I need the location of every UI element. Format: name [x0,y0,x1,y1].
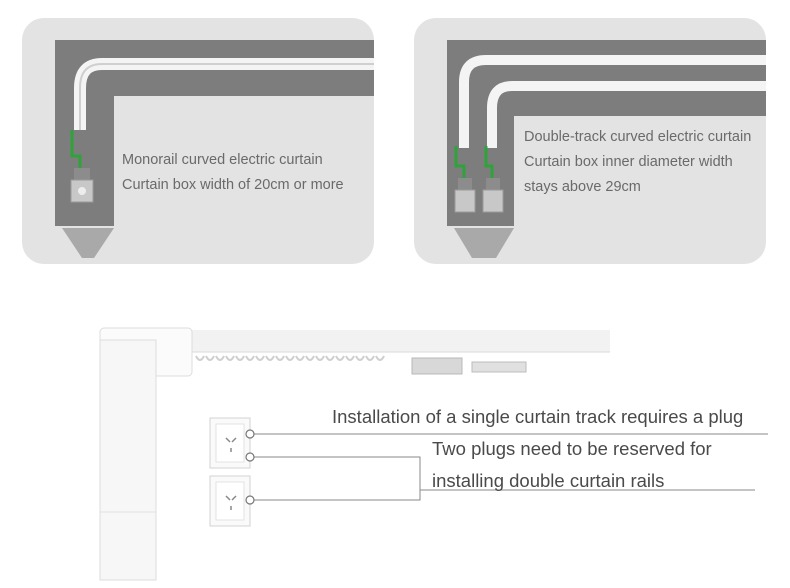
motor-body [99,339,157,581]
outer-rail [459,55,766,148]
power-cable-inner [484,146,494,178]
power-socket-upper [209,417,251,469]
monorail-illustration [55,40,374,258]
motor-head [74,168,90,180]
monorail-panel: Monorail curved electric curtain Curtain… [22,18,374,264]
wall-end-cap [62,228,114,258]
monorail-title: Monorail curved electric curtain [122,152,323,168]
wall-end-cap [454,228,514,258]
connector-dot [245,452,255,462]
double-track-caption-line2: installing double curtain rails [432,470,665,491]
power-cable-outer [454,146,466,178]
connector-dot [245,429,255,439]
leader-lines [250,433,768,501]
double-track-panel: Double-track curved electric curtain Cur… [414,18,766,264]
connector-dot [245,495,255,505]
double-track-title: Double-track curved electric curtain [524,129,752,145]
motor-head [486,178,500,190]
double-track-illustration [447,40,766,258]
double-track-requirement: Curtain box inner diameter width [524,154,733,170]
mounting-bracket [411,357,463,375]
double-track-requirement-cont: stays above 29cm [524,179,641,195]
mounting-bracket [471,361,527,373]
motor-body [482,189,504,213]
single-track-caption: Installation of a single curtain track r… [332,406,744,427]
double-track-caption-line1: Two plugs need to be reserved for [432,438,712,459]
curtain-track [150,330,610,352]
power-cable [70,130,82,168]
motor-head [458,178,472,190]
curtain-box-wall [55,40,374,226]
motor-dial [78,187,86,195]
inner-rail [487,81,766,148]
rail-edge [79,63,374,130]
monorail-requirement: Curtain box width of 20cm or more [122,177,344,193]
track-runners [195,355,385,361]
installation-illustration [99,327,768,581]
motor-body [454,189,476,213]
power-socket-lower [209,475,251,527]
